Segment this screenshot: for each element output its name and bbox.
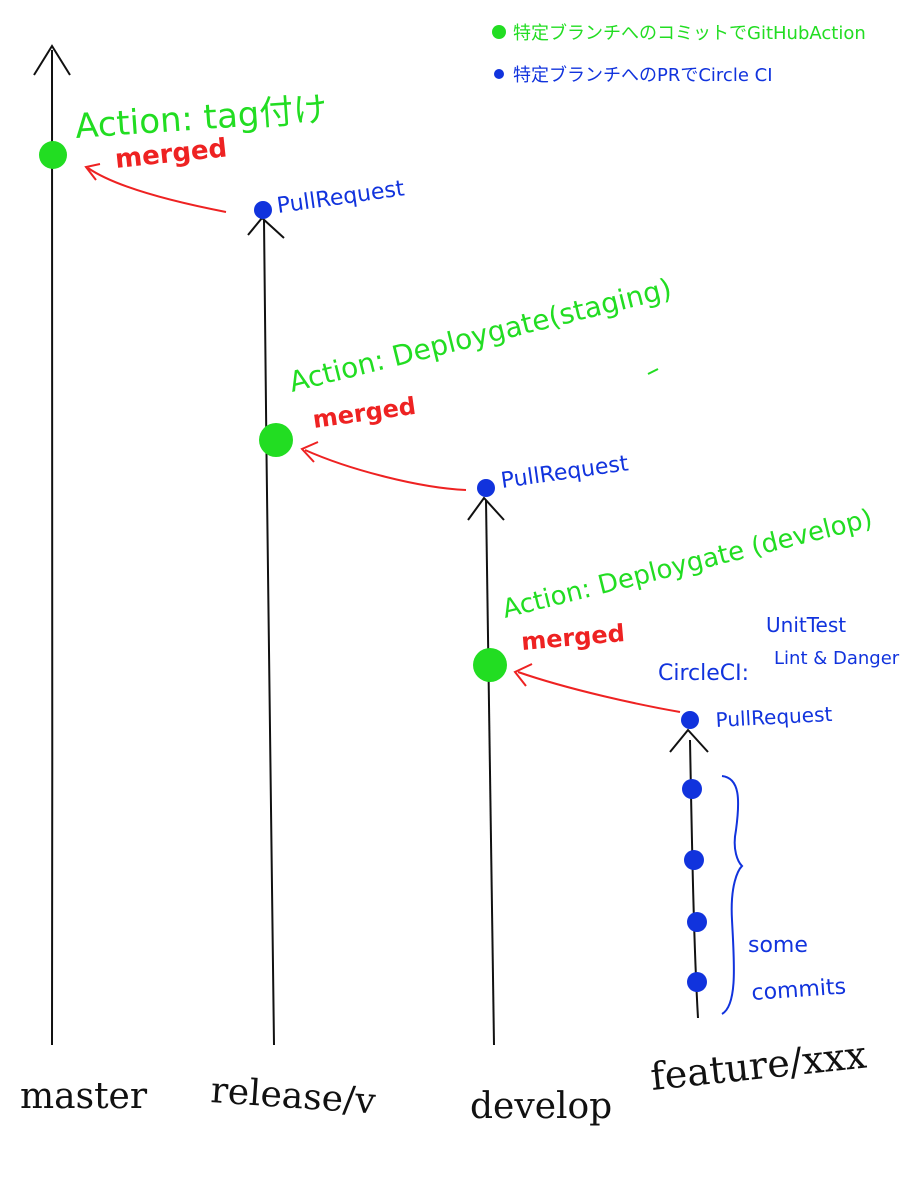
develop-pr-label: PullRequest [499, 451, 630, 494]
develop-merged-label: merged [520, 619, 626, 656]
release-action-label: Action: Deploygate(staging) [286, 272, 675, 399]
stray-green-mark [647, 368, 659, 375]
branch-develop: PullRequest Action: Deploygate (develop)… [467, 451, 876, 1046]
release-merge-arrow [304, 449, 467, 491]
develop-action-commit [473, 648, 507, 682]
develop-merge-arrow [517, 671, 681, 713]
branch-label-develop: develop [470, 1086, 612, 1127]
master-merge-arrowhead [84, 163, 101, 181]
legend: 特定ブランチへのコミットでGitHubAction 特定ブランチへのPRでCir… [492, 22, 866, 86]
develop-action-label: Action: Deploygate (develop) [499, 504, 875, 625]
branch-label-master: master [20, 1076, 148, 1117]
master-branch-line [50, 49, 54, 1046]
develop-branch-line [485, 499, 495, 1046]
release-pr-fork [247, 216, 285, 239]
branch-release: PullRequest Action: Deploygate(staging) … [247, 176, 675, 1046]
master-merge-arrow [87, 167, 227, 213]
some-commits-label-line2: commits [751, 974, 847, 1006]
release-pr-dot [254, 201, 272, 219]
feature-pr-label: PullRequest [715, 702, 833, 732]
develop-pr-dot [477, 479, 495, 497]
feature-pr-fork [669, 728, 709, 753]
circleci-unittest-label: UnitTest [766, 613, 846, 637]
master-action-commit [39, 141, 67, 169]
master-arrowhead [33, 44, 71, 76]
feature-commit [684, 850, 704, 870]
develop-pr-fork [467, 496, 505, 521]
branch-feature: PullRequest UnitTest CircleCI: Lint & Da… [658, 613, 900, 1019]
branch-label-feature: feature/xxx [648, 1033, 868, 1099]
branch-labels: master release/v develop feature/xxx [20, 1033, 868, 1127]
legend-blue-text: 特定ブランチへのPRでCircle CI [513, 64, 773, 86]
feature-commit [682, 779, 702, 799]
develop-merge-arrowhead [513, 663, 533, 687]
feature-commit [687, 972, 707, 992]
release-merge-arrowhead [300, 441, 319, 463]
legend-green-text: 特定ブランチへのコミットでGitHubAction [513, 22, 866, 44]
release-merged-label: merged [311, 392, 418, 434]
feature-commit [687, 912, 707, 932]
release-pr-label: PullRequest [275, 176, 406, 219]
circleci-prefix-label: CircleCI: [658, 661, 749, 686]
release-action-commit [259, 423, 293, 457]
commits-brace [721, 775, 744, 1015]
branch-label-release: release/v [209, 1070, 377, 1122]
legend-green-dot [492, 25, 506, 39]
circleci-lint-label: Lint & Danger [774, 648, 900, 669]
release-branch-line [263, 219, 275, 1046]
feature-pr-dot [681, 711, 699, 729]
legend-blue-dot [494, 69, 504, 79]
some-commits-label-line1: some [748, 933, 808, 958]
